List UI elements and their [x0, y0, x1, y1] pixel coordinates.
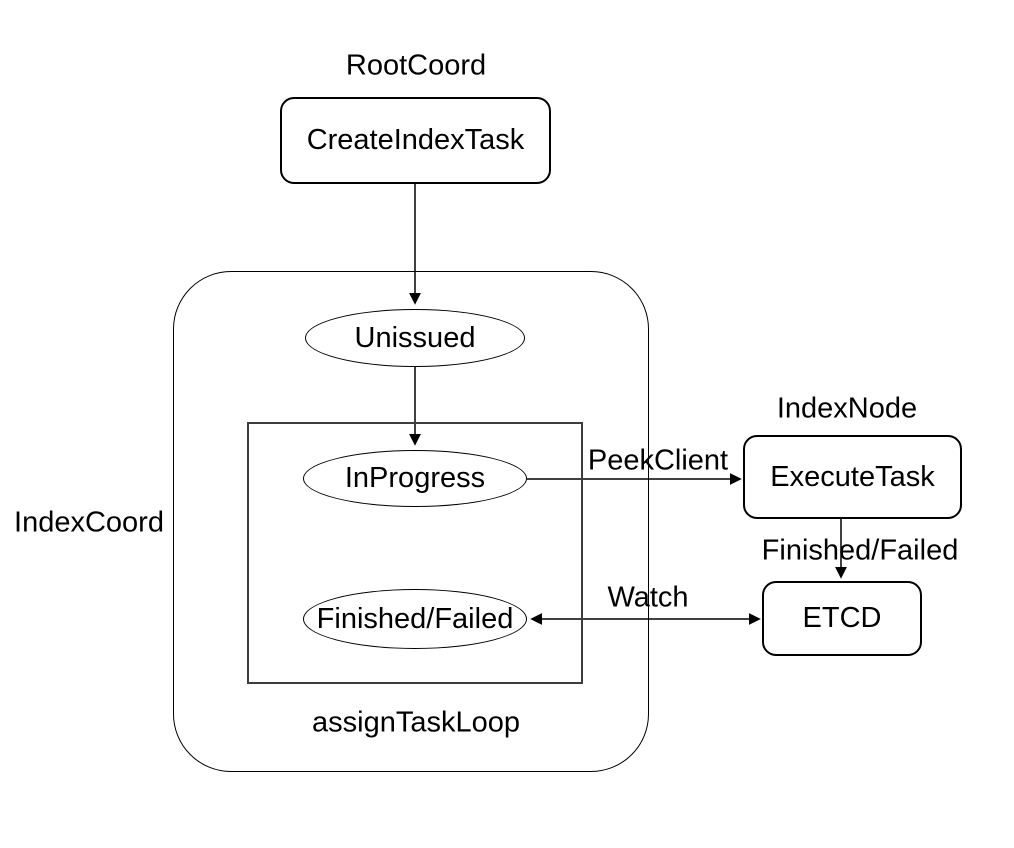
edge-label-watch: Watch	[607, 581, 689, 614]
node-in-progress: InProgress	[303, 450, 527, 507]
edge-label-peekclient: PeekClient	[587, 444, 729, 477]
assigntaskloop-label: assignTaskLoop	[312, 706, 520, 739]
assigntaskloop-container	[247, 422, 583, 684]
rootcoord-label: RootCoord	[345, 49, 487, 82]
node-execute-task: ExecuteTask	[743, 435, 962, 519]
indexcoord-container	[173, 271, 649, 772]
node-create-index-task: CreateIndexTask	[280, 97, 551, 184]
edge-label-finished-failed: Finished/Failed	[761, 534, 959, 567]
indexnode-label: IndexNode	[776, 392, 918, 425]
node-finished-failed: Finished/Failed	[303, 589, 527, 649]
node-unissued: Unissued	[305, 309, 525, 367]
indexcoord-label: IndexCoord	[14, 506, 164, 539]
node-etcd: ETCD	[762, 581, 922, 656]
